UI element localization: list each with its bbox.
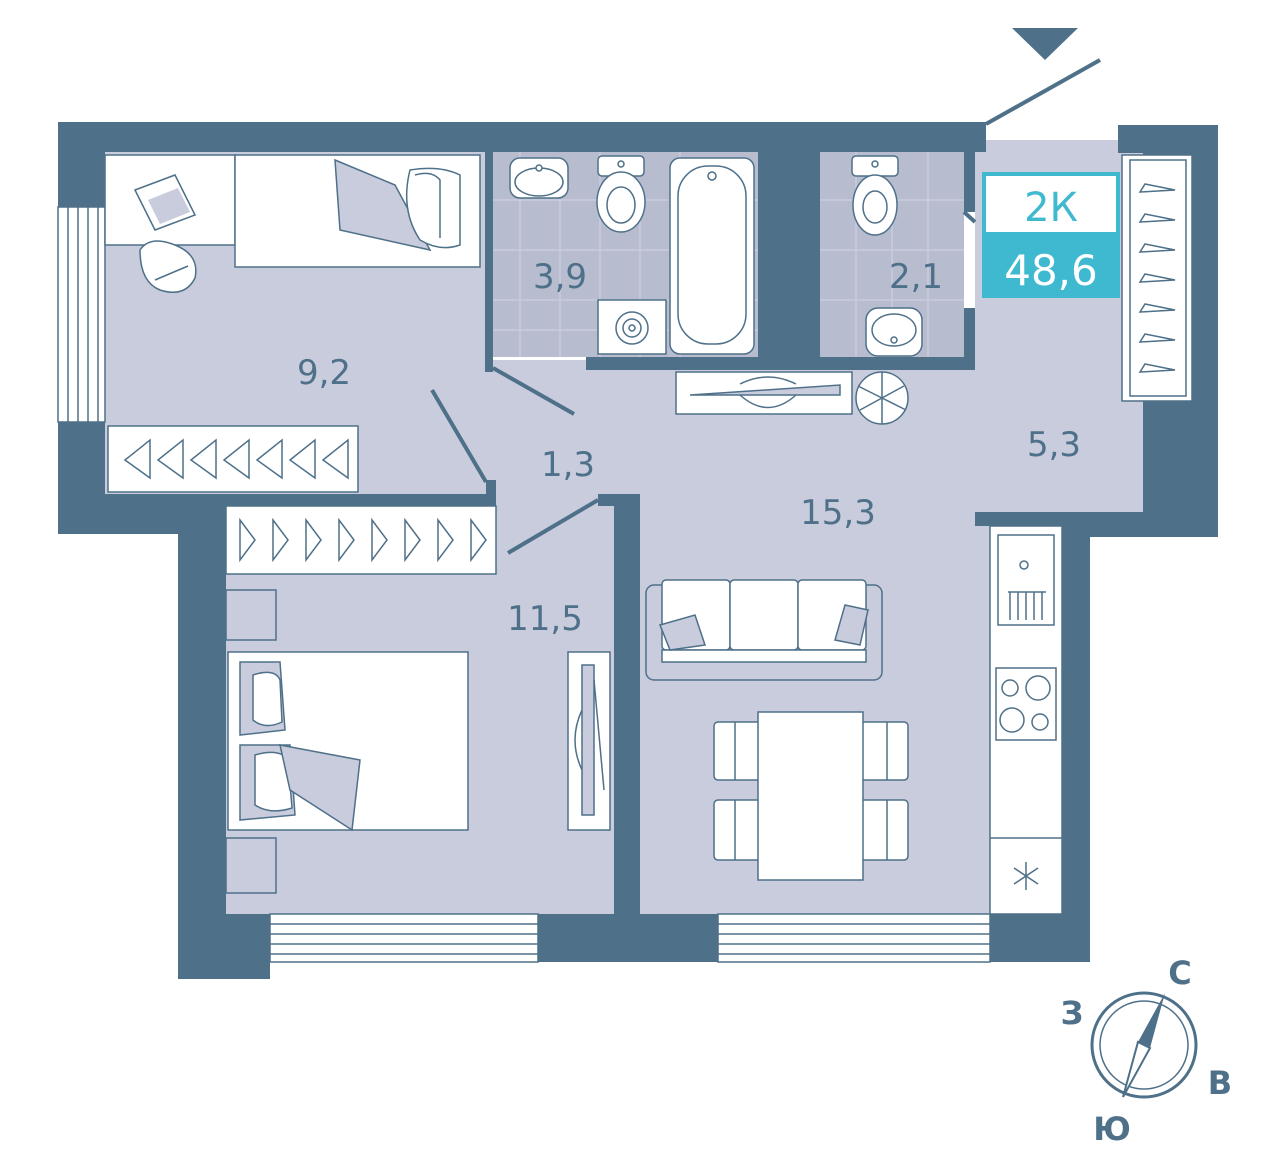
windows xyxy=(57,206,991,963)
window-bottom-bedroom xyxy=(269,913,539,963)
single-bed xyxy=(234,154,481,268)
wardrobe-hallway xyxy=(1121,154,1193,402)
toilet-wc xyxy=(851,155,899,236)
window-bottom-living xyxy=(717,913,991,963)
wall-left-upper xyxy=(58,122,105,207)
dining-table xyxy=(713,711,909,881)
compass-needle-south xyxy=(1122,1040,1152,1098)
door-bathroom xyxy=(492,366,575,416)
nightstand-bottom xyxy=(225,837,277,894)
tv-unit xyxy=(567,651,611,831)
nightstand-top xyxy=(225,589,277,641)
apartment-total-area: 48,6 xyxy=(1004,246,1098,295)
compass-north: С xyxy=(1168,954,1191,992)
compass-outer-ring xyxy=(1090,991,1198,1099)
area-bedroom-small: 9,2 xyxy=(297,353,351,393)
window-left xyxy=(57,206,106,423)
area-living-kitchen: 15,3 xyxy=(800,493,876,533)
sink-bathroom xyxy=(509,157,569,199)
wall-toilet-right xyxy=(964,152,975,212)
wardrobe-small-bedroom xyxy=(107,425,359,493)
washing-machine xyxy=(597,299,667,355)
toilet-bathroom xyxy=(596,155,646,233)
wall-right-outer xyxy=(1090,512,1218,537)
sink-wc xyxy=(865,307,923,357)
compass-west: З xyxy=(1061,994,1084,1032)
area-bathroom: 3,9 xyxy=(533,257,587,297)
console-table xyxy=(675,371,853,415)
sofa xyxy=(645,579,883,681)
wall-bath-left xyxy=(485,152,493,372)
wall-bath-bottom xyxy=(586,357,975,370)
wall-stub-a xyxy=(486,480,496,506)
door-toilet xyxy=(962,210,977,224)
wall-stub-b xyxy=(598,494,640,506)
door-bedroom-large xyxy=(506,498,600,555)
compass-needle-north xyxy=(1138,993,1165,1048)
area-hallway: 5,3 xyxy=(1027,425,1081,465)
apartment-type: 2К xyxy=(1024,185,1078,231)
doors xyxy=(430,58,1101,555)
compass-east: В xyxy=(1208,1064,1232,1102)
double-bed xyxy=(227,651,469,832)
wall-right-step xyxy=(975,512,1090,526)
compass-south: Ю xyxy=(1093,1110,1131,1148)
room-labels: 9,2 3,9 2,1 1,3 5,3 15,3 11,5 xyxy=(297,257,1081,639)
chair-icon xyxy=(139,240,197,293)
wall-right-top xyxy=(1118,125,1218,153)
door-entrance xyxy=(985,58,1101,126)
compass: С В Ю З xyxy=(1061,954,1233,1148)
wall-bottom-mid xyxy=(538,914,718,962)
bathtub xyxy=(669,157,755,355)
wall-left-bottom xyxy=(178,494,226,979)
wall-right-kitchen xyxy=(1062,512,1090,962)
badge-area-box xyxy=(982,233,1120,298)
plant-icon xyxy=(855,371,909,425)
furniture xyxy=(104,154,1193,915)
wall-top xyxy=(58,122,986,152)
wall-bottom-left xyxy=(178,914,270,979)
wall-bedroom-divider xyxy=(105,494,490,506)
laptop-icon xyxy=(133,174,197,231)
area-corridor: 1,3 xyxy=(541,445,595,485)
area-toilet: 2,1 xyxy=(889,257,943,297)
kitchen-counter xyxy=(989,525,1063,915)
wall-bath-toilet xyxy=(758,152,820,370)
apartment-badge: 2К 48,6 xyxy=(982,172,1120,298)
wall-bed-living xyxy=(614,494,640,914)
entrance-arrow-icon xyxy=(1012,28,1078,60)
wall-toilet-right-low xyxy=(964,308,975,370)
area-bedroom-large: 11,5 xyxy=(507,599,583,639)
snowflake-icon xyxy=(1013,862,1039,890)
door-bedroom-small xyxy=(430,388,488,484)
wardrobe-large-bedroom xyxy=(225,505,497,575)
compass-inner-ring xyxy=(1099,1000,1189,1090)
